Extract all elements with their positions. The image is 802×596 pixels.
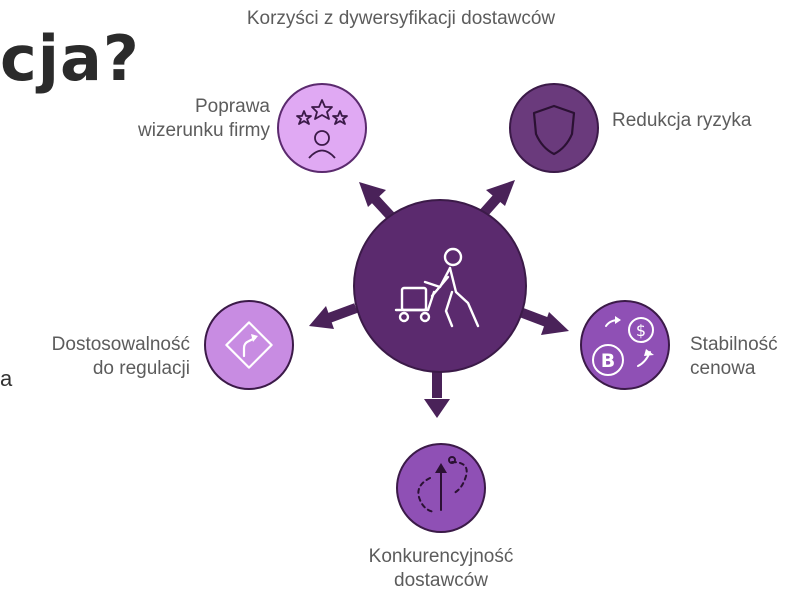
benefit-label-risk-line-1: Redukcja ryzyka [612,110,752,131]
benefit-label-competition: Konkurencyjność dostawców [331,545,551,593]
benefit-label-competition-line-2: dostawców [394,570,488,591]
image-circle [277,83,367,173]
benefit-label-image-line-1: Poprawa [195,96,270,117]
benefit-label-risk: Redukcja ryzyka [612,109,792,133]
upward-path-icon [417,456,468,513]
benefit-label-regulation: Dostosowalność do regulacji [0,333,190,381]
benefit-label-image: Poprawa wizerunku firmy [86,95,270,143]
arrow-head-risk [486,180,515,206]
benefit-label-price-line-2: cenowa [690,358,756,379]
background-heading-fragment: cja? [0,22,140,95]
svg-text:$: $ [636,321,646,340]
stars-person-icon [296,99,348,159]
arrow-head-regulation [309,306,334,329]
arrow-to-price [518,307,551,328]
arrow-to-regulation [327,303,358,323]
benefit-label-regulation-line-1: Dostosowalność [51,334,190,355]
price-circle [580,300,670,390]
shield-icon [532,104,576,156]
benefit-label-price: Stabilność cenowa [690,333,802,381]
benefit-label-regulation-line-2: do regulacji [92,358,190,379]
benefit-label-image-line-2: wizerunku firmy [138,120,270,141]
background-text-fragment: a [0,366,13,391]
risk-circle [509,83,599,173]
diagram-title: Korzyści z dywersyfikacji dostawców [246,8,556,29]
arrow-head-image [359,182,386,207]
regulation-circle [204,300,294,390]
svg-text:B: B [601,350,615,372]
road-sign-icon [225,321,273,369]
person-pushing-cart-icon [394,247,480,328]
benefit-label-price-line-1: Stabilność [690,334,778,355]
arrow-head-price [541,312,569,335]
currency-exchange-icon: $ B [592,316,654,376]
arrow-head-competition [424,399,450,418]
benefit-label-competition-line-1: Konkurencyjność [368,546,514,567]
